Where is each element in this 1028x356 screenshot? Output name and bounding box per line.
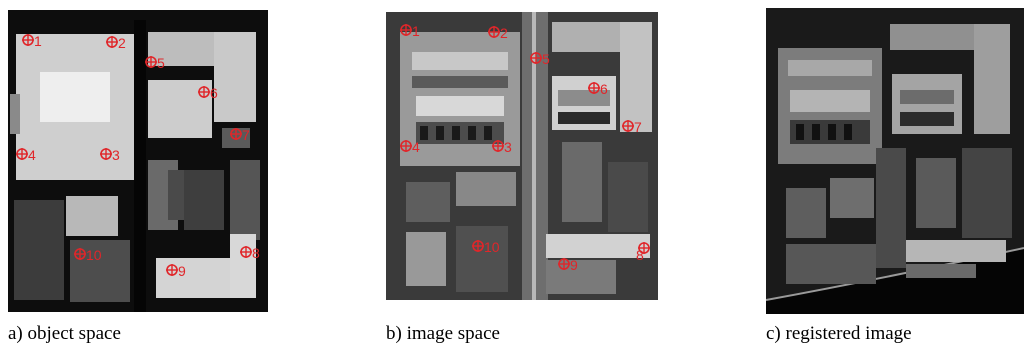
marker-10: 10 <box>74 247 102 263</box>
svg-text:6: 6 <box>600 81 608 97</box>
marker-8: 8 <box>636 242 650 263</box>
marker-9: 9 <box>166 263 186 279</box>
marker-3: 3 <box>100 147 120 163</box>
image-space-image: 1 2 3 4 <box>386 12 658 300</box>
caption-object-space: a) object space <box>8 323 121 344</box>
svg-text:10: 10 <box>86 247 102 263</box>
marker-4: 4 <box>400 139 420 155</box>
svg-text:1: 1 <box>412 23 420 39</box>
registered-image <box>766 8 1024 314</box>
marker-6: 6 <box>588 81 608 97</box>
marker-8: 8 <box>240 245 260 261</box>
svg-text:1: 1 <box>34 33 42 49</box>
marker-1: 1 <box>22 33 42 49</box>
marker-5: 5 <box>530 51 550 67</box>
svg-text:8: 8 <box>636 247 644 263</box>
marker-7: 7 <box>622 119 642 135</box>
svg-text:7: 7 <box>242 127 250 143</box>
svg-text:3: 3 <box>504 139 512 155</box>
svg-text:4: 4 <box>28 147 36 163</box>
object-space-image: 1 2 3 4 <box>8 10 268 312</box>
svg-text:9: 9 <box>178 263 186 279</box>
marker-4: 4 <box>16 147 36 163</box>
marker-10: 10 <box>472 239 500 255</box>
marker-2: 2 <box>488 25 508 41</box>
marker-5: 5 <box>145 55 165 71</box>
svg-text:5: 5 <box>542 51 550 67</box>
svg-text:7: 7 <box>634 119 642 135</box>
marker-7: 7 <box>230 127 250 143</box>
svg-text:2: 2 <box>500 25 508 41</box>
svg-text:8: 8 <box>252 245 260 261</box>
marker-3: 3 <box>492 139 512 155</box>
marker-2: 2 <box>106 35 126 51</box>
svg-text:9: 9 <box>570 257 578 273</box>
marker-6: 6 <box>198 85 218 101</box>
svg-text:5: 5 <box>157 55 165 71</box>
caption-image-space: b) image space <box>386 323 500 344</box>
svg-text:3: 3 <box>112 147 120 163</box>
caption-registered-image: c) registered image <box>766 323 912 344</box>
svg-text:2: 2 <box>118 35 126 51</box>
svg-text:4: 4 <box>412 139 420 155</box>
svg-text:6: 6 <box>210 85 218 101</box>
marker-9: 9 <box>558 257 578 273</box>
svg-text:10: 10 <box>484 239 500 255</box>
marker-1: 1 <box>400 23 420 39</box>
